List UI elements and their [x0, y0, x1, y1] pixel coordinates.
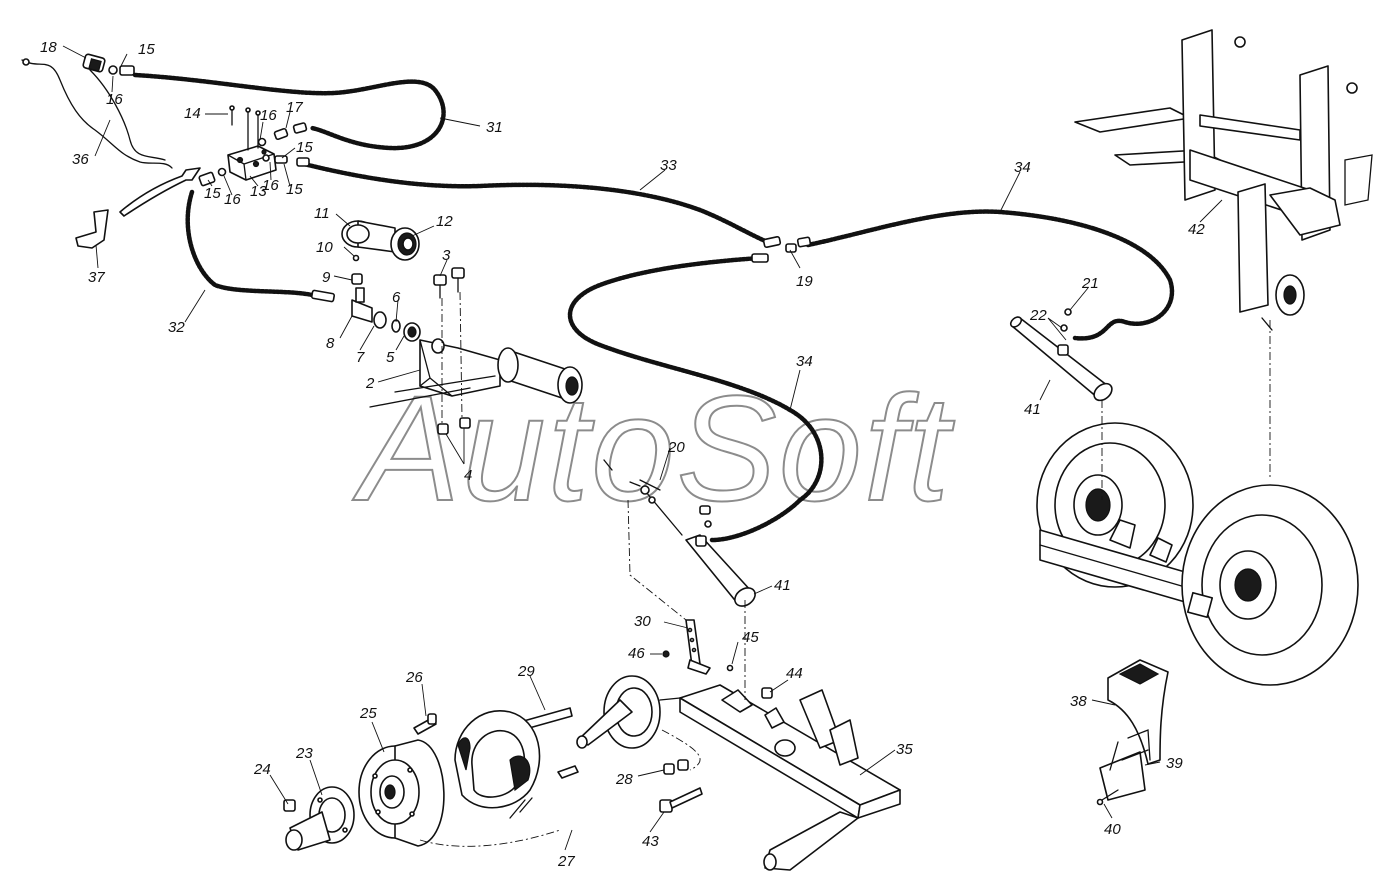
- hub-23: [285, 786, 355, 851]
- label-3: 3: [442, 247, 451, 264]
- part-labels: 18 15 16 14 16 17 15 16 15 15 16 13 31 3…: [40, 39, 1205, 870]
- nut-24: [283, 799, 296, 812]
- label-23: 23: [295, 745, 313, 762]
- brake-cylinder-41-right: [1009, 308, 1113, 402]
- label-4: 4: [464, 467, 472, 484]
- label-6: 6: [392, 289, 401, 306]
- axle-beam-35: [679, 684, 901, 871]
- bolt-26: [413, 713, 437, 735]
- label-36: 36: [72, 151, 89, 168]
- lever-30: [685, 619, 711, 675]
- label-34a: 34: [1014, 159, 1031, 176]
- label-7: 7: [356, 349, 365, 366]
- nut-12: [390, 227, 420, 261]
- label-34b: 34: [796, 353, 813, 370]
- label-20: 20: [667, 439, 685, 456]
- connector-18: [82, 53, 106, 73]
- fitting-16-top: [108, 65, 118, 75]
- label-31: 31: [486, 119, 503, 136]
- label-13: 13: [250, 183, 267, 200]
- label-32: 32: [168, 319, 185, 336]
- label-8: 8: [326, 335, 335, 352]
- brake-flange: [576, 675, 681, 749]
- label-16d: 16: [224, 191, 241, 208]
- hose-31: [132, 72, 446, 151]
- label-43: 43: [642, 833, 659, 850]
- label-15b: 15: [296, 139, 313, 156]
- brake-drum-25: [358, 739, 445, 847]
- cover-38: [1107, 659, 1169, 765]
- label-16a: 16: [106, 91, 123, 108]
- label-26: 26: [405, 669, 423, 686]
- label-33: 33: [660, 157, 677, 174]
- label-18: 18: [40, 39, 57, 56]
- label-29: 29: [517, 663, 535, 680]
- label-30: 30: [634, 613, 651, 630]
- label-12: 12: [436, 213, 453, 230]
- frame-42: [1074, 29, 1373, 331]
- nuts-28: [663, 759, 689, 775]
- fitting-15-top: [119, 65, 135, 76]
- label-41b: 41: [1024, 401, 1041, 418]
- pin-46: [662, 650, 670, 658]
- label-16c: 16: [262, 177, 279, 194]
- label-35: 35: [896, 741, 913, 758]
- bolts-14: [229, 105, 261, 151]
- direction-arrow: [119, 167, 201, 217]
- label-9: 9: [322, 269, 331, 286]
- label-46: 46: [628, 645, 645, 662]
- label-15c: 15: [286, 181, 303, 198]
- brake-shoes: [454, 710, 579, 819]
- label-17: 17: [286, 99, 303, 116]
- label-11: 11: [314, 205, 330, 222]
- valve-block-13: [227, 145, 277, 181]
- label-14: 14: [184, 105, 201, 122]
- label-38: 38: [1070, 693, 1087, 710]
- alignment-lines: [419, 320, 1271, 847]
- label-41a: 41: [774, 577, 791, 594]
- wheel-axle-assembly: [1036, 422, 1359, 686]
- label-37: 37: [88, 269, 105, 286]
- label-16b: 16: [260, 107, 277, 124]
- label-15d: 15: [204, 185, 221, 202]
- bolt-43: [659, 787, 703, 813]
- label-22: 22: [1029, 307, 1047, 324]
- screw-40: [1096, 789, 1119, 806]
- washer-45: [726, 664, 734, 672]
- bolts-3: [433, 267, 465, 299]
- label-39: 39: [1166, 755, 1183, 772]
- label-2: 2: [365, 375, 375, 392]
- label-27: 27: [557, 853, 575, 870]
- label-5: 5: [386, 349, 395, 366]
- label-40: 40: [1104, 821, 1121, 838]
- wire-36: [21, 58, 173, 169]
- label-15a: 15: [138, 41, 155, 58]
- label-42: 42: [1188, 221, 1205, 238]
- fitting-19: [751, 235, 812, 263]
- label-24: 24: [253, 761, 271, 778]
- label-44: 44: [786, 665, 803, 682]
- tee-fittings: [310, 254, 421, 342]
- nut-44: [761, 687, 773, 699]
- label-10: 10: [316, 239, 333, 256]
- pressure-gauge-11: [341, 220, 396, 253]
- hose-33: [297, 160, 824, 543]
- bracket-37: [75, 209, 109, 249]
- brake-chamber-2: [369, 338, 583, 408]
- hose-32: [185, 189, 325, 301]
- bracket-39: [1099, 729, 1151, 801]
- label-28: 28: [615, 771, 633, 788]
- label-21: 21: [1081, 275, 1099, 292]
- hose-34: [805, 209, 1175, 341]
- fittings-15-16-17: [198, 122, 310, 187]
- label-19: 19: [796, 273, 813, 290]
- leader-lines: [62, 45, 1223, 851]
- brake-cylinder-41-center: [603, 459, 756, 607]
- nuts-4: [437, 291, 471, 435]
- label-25: 25: [359, 705, 377, 722]
- label-45: 45: [742, 629, 759, 646]
